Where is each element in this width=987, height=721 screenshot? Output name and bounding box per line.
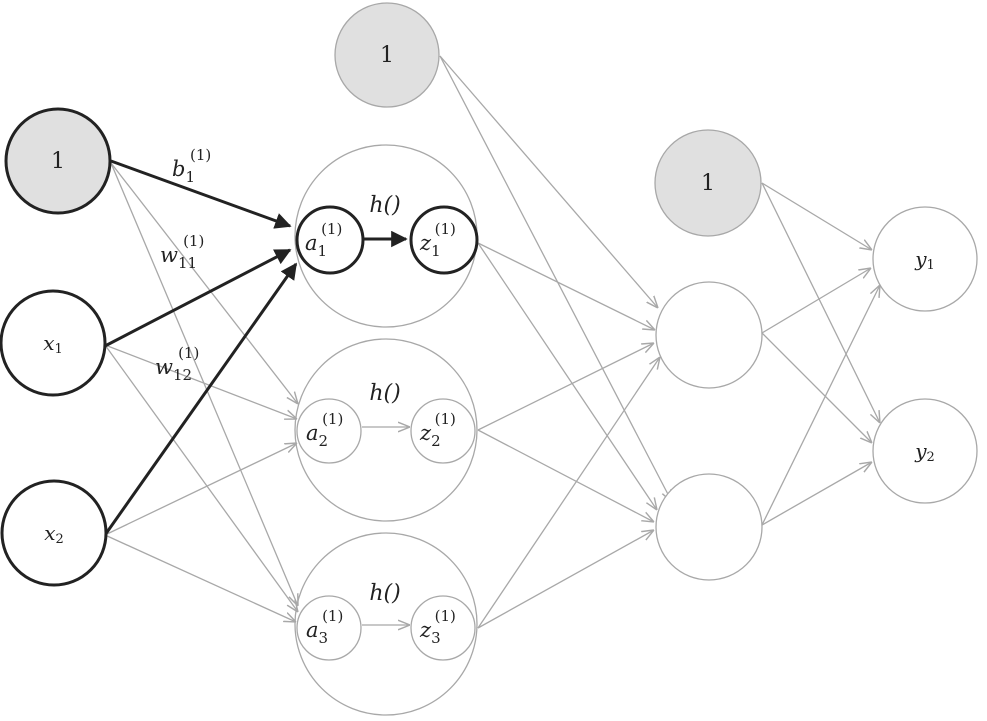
a3-label: a3(1) — [306, 607, 343, 647]
hidden-unit-1: h() a1(1) z1(1) — [295, 193, 479, 275]
edge-bias2-n1 — [439, 55, 658, 308]
edge-z1-n1 — [477, 242, 655, 330]
node-a3 — [296, 595, 362, 661]
edge-labels: b1(1) w11(1) w12(1) — [155, 146, 211, 384]
edge-bias-a1 — [110, 159, 292, 229]
node-z3 — [410, 595, 476, 661]
bold-connections — [103, 159, 408, 536]
edge-bias-a2 — [110, 162, 298, 404]
edge-z3-n2 — [477, 530, 654, 629]
output-node-y2 — [872, 398, 978, 504]
y2-label: y2 — [914, 439, 935, 465]
w11-label: w11(1) — [160, 232, 204, 272]
hidden-unit-2: h() a2(1) z2(1) — [296, 381, 476, 464]
bias-node-hidden — [334, 2, 440, 108]
x1-label: x1 — [43, 331, 63, 357]
bias-layer2-label: 1 — [701, 171, 715, 196]
edge-x1-a2 — [104, 344, 297, 419]
hidden-group-3 — [294, 532, 478, 716]
input-layer: 1 x1 x2 — [0, 107, 112, 587]
output-layer: y1 y2 — [872, 206, 978, 504]
h-label-1: h() — [369, 193, 400, 218]
output-node-y1 — [872, 206, 978, 312]
edge-z3-n1 — [477, 357, 660, 629]
second-layer: 1 — [654, 129, 763, 581]
edge-x1-a3 — [104, 344, 298, 612]
bias-node-input — [4, 107, 112, 215]
light-connections — [104, 55, 880, 629]
node-z2 — [410, 398, 476, 464]
node-a1 — [295, 205, 365, 275]
edge-z1-n2 — [477, 242, 657, 510]
w12-label: w12(1) — [155, 344, 199, 384]
y1-label: y1 — [914, 247, 935, 273]
edge-x2-a2 — [104, 443, 297, 536]
hidden-group-2 — [294, 338, 478, 522]
edge-bias-a3 — [110, 162, 298, 606]
bias-node-layer2 — [654, 129, 762, 237]
input-node-x2 — [0, 479, 108, 587]
edge-bias3-y1 — [761, 182, 872, 250]
h-label-3: h() — [369, 581, 400, 606]
edge-n2-y2 — [761, 462, 872, 526]
layer2-node-2 — [655, 473, 763, 581]
edge-z2-n2 — [477, 429, 654, 522]
edge-bias3-y2 — [761, 182, 880, 423]
edge-x1-a1 — [104, 248, 292, 348]
edge-n1-y1 — [761, 268, 871, 334]
edge-n2-y1 — [761, 285, 880, 526]
node-a2 — [296, 398, 362, 464]
input-node-x1 — [0, 289, 107, 397]
z1-label: z1(1) — [419, 220, 456, 260]
bias-hidden-label: 1 — [380, 43, 394, 68]
edge-x2-a3 — [104, 534, 296, 622]
edge-n1-y2 — [761, 332, 872, 443]
a2-label: a2(1) — [306, 410, 343, 450]
bias-input-label: 1 — [51, 149, 65, 174]
z3-label: z3(1) — [419, 607, 456, 647]
layer2-node-1 — [655, 281, 763, 389]
edge-x2-a1 — [103, 262, 298, 536]
b1-label: b1(1) — [172, 146, 211, 186]
edge-bias2-n2 — [439, 55, 672, 502]
h-label-2: h() — [369, 381, 400, 406]
z2-label: z2(1) — [419, 410, 456, 450]
edge-z2-n1 — [477, 343, 654, 431]
hidden-unit-3: h() a3(1) z3(1) — [296, 581, 476, 661]
node-z1 — [409, 205, 479, 275]
a1-label: a1(1) — [305, 220, 342, 260]
x2-label: x2 — [44, 521, 64, 547]
